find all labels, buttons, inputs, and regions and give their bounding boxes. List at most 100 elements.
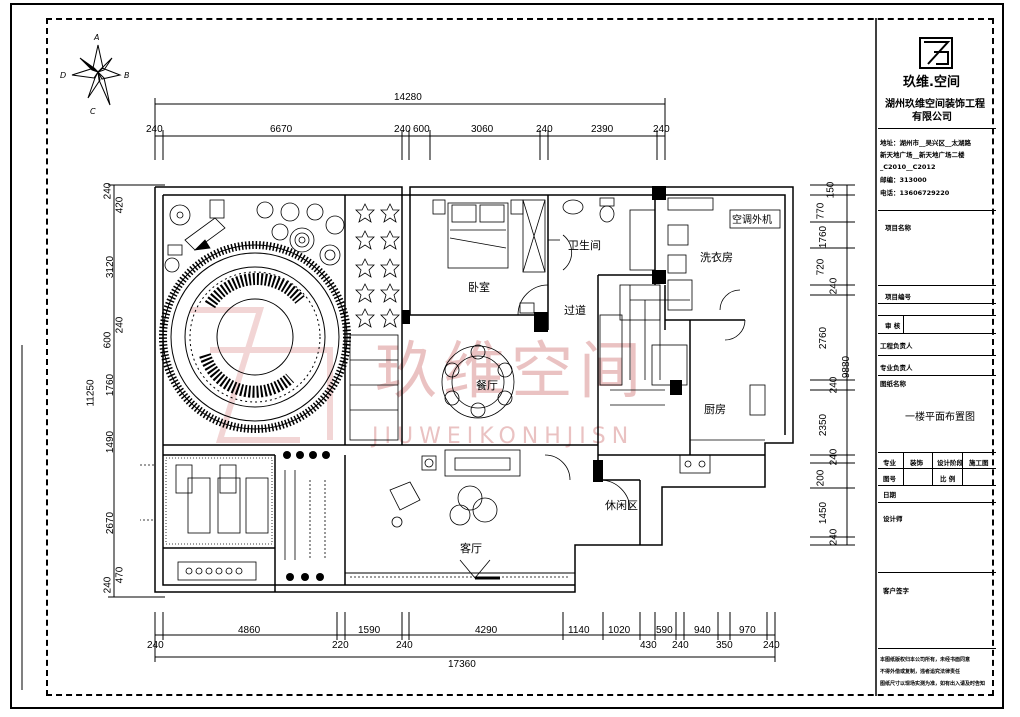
tb-project-no: 项目编号 <box>885 293 911 301</box>
dim-left-seg: 3120 <box>105 255 117 279</box>
dim-right-seg: 240 <box>828 376 840 394</box>
dim-left-seg: 2670 <box>105 511 117 535</box>
company-phone: 电话：13606729220 <box>880 189 950 197</box>
dim-left-seg: 240 <box>102 182 114 200</box>
compass-west: D <box>60 71 67 80</box>
dim-top-seg: 3060 <box>471 124 494 135</box>
tb-divider <box>878 648 996 649</box>
company-logo-text: 玖维.空间 <box>903 75 960 90</box>
tb-cell-divider <box>932 452 933 485</box>
dim-right-seg: 150 <box>825 181 837 199</box>
company-name-2: 有限公司 <box>912 112 952 123</box>
tb-review: 审 核 <box>885 322 901 330</box>
dim-right-seg: 1450 <box>818 501 830 525</box>
tb-client-confirm: 客户签字 <box>883 587 909 595</box>
tb-divider <box>878 303 996 304</box>
tb-scale: 比 例 <box>940 475 956 483</box>
compass-south: C <box>90 107 96 116</box>
tb-designer: 设计师 <box>883 515 903 523</box>
dim-left-total: 11250 <box>85 379 97 407</box>
tb-divider <box>878 355 996 356</box>
company-address: 地址：湖州市__吴兴区__太湖路 <box>880 139 971 147</box>
tb-specialty: 专业 <box>883 459 896 467</box>
dim-left-seg: 240 <box>114 316 126 334</box>
room-bathroom: 卫生间 <box>568 239 601 252</box>
dim-bottom-seg: 1020 <box>608 625 631 636</box>
company-postcode: 邮编：313000 <box>880 176 927 184</box>
compass-north: A <box>94 33 100 42</box>
dim-right-seg: 2350 <box>818 413 830 437</box>
tb-note-3: 图纸尺寸以现场实测为准，如有出入请及时告知 <box>880 681 986 687</box>
sheet-border <box>10 3 1004 709</box>
drawing-frame <box>46 18 994 696</box>
tb-note-1: 本图纸版权归本公司所有，未经书面同意 <box>880 657 971 663</box>
room-living: 客厅 <box>460 542 482 555</box>
company-address-3: _C2010__C2012 <box>880 163 936 171</box>
dim-left-seg: 420 <box>114 196 126 214</box>
tb-cell-divider <box>903 452 904 485</box>
company-address-2: 新天地广场__新天地广场二楼 <box>880 151 965 159</box>
dim-left-seg: 240 <box>102 576 114 594</box>
dim-bottom-seg: 4290 <box>475 625 498 636</box>
compass-icon <box>71 44 122 106</box>
tb-project-name: 项目名称 <box>885 224 911 232</box>
company-name: 湖州玖维空间装饰工程 <box>885 99 985 110</box>
dim-left-seg: 1760 <box>105 373 117 397</box>
tb-date: 日期 <box>883 491 896 499</box>
room-kitchen: 厨房 <box>704 403 726 416</box>
dim-bottom-seg: 1590 <box>358 625 381 636</box>
dim-top-seg: 240 <box>536 124 553 135</box>
dim-right-seg: 2760 <box>818 326 830 350</box>
dim-bottom-seg: 4860 <box>238 625 261 636</box>
dim-bottom-seg: 970 <box>739 625 756 636</box>
tb-divider <box>878 485 996 486</box>
room-corridor: 过道 <box>564 304 586 317</box>
tb-divider <box>878 315 996 316</box>
dim-bottom-seg: 240 <box>672 640 689 651</box>
dim-right-seg: 240 <box>828 528 840 546</box>
tb-divider <box>878 375 996 376</box>
dim-right-seg: 200 <box>815 469 827 487</box>
dim-right-seg: 240 <box>828 448 840 466</box>
tb-engineering-lead: 工程负责人 <box>880 342 913 350</box>
room-laundry: 洗衣房 <box>700 251 733 264</box>
dim-bottom-total: 17360 <box>448 659 476 670</box>
dim-top-total: 14280 <box>394 92 422 103</box>
dim-bottom-seg: 220 <box>332 640 349 651</box>
dim-left-seg: 1490 <box>105 430 117 454</box>
dim-top-seg: 6670 <box>270 124 293 135</box>
tb-divider <box>878 210 996 211</box>
dim-bottom-seg: 240 <box>147 640 164 651</box>
tb-drawing-title: 一楼平面布置图 <box>905 412 975 423</box>
room-dining: 餐厅 <box>476 379 498 392</box>
dim-right-seg: 1760 <box>818 225 830 249</box>
tb-specialty-val: 装饰 <box>910 459 923 467</box>
dim-top-seg: 2390 <box>591 124 614 135</box>
tb-divider <box>878 452 996 453</box>
tb-cell-divider <box>962 452 963 485</box>
tb-divider <box>878 128 996 129</box>
watermark <box>190 307 333 443</box>
watermark-main: 玖维空间 <box>375 334 647 407</box>
tb-divider <box>878 572 996 573</box>
dim-right-seg: 770 <box>815 202 827 220</box>
tb-cell-divider <box>903 315 904 333</box>
tb-divider <box>878 502 996 503</box>
dim-right-seg: 240 <box>828 277 840 295</box>
tb-note-2: 不得外借或复制，违者追究法律责任 <box>880 669 961 675</box>
room-leisure: 休闲区 <box>605 499 638 512</box>
dim-top-seg: 240 <box>394 124 411 135</box>
tb-divider <box>878 285 996 286</box>
dim-top-seg: 240 <box>146 124 163 135</box>
dim-bottom-seg: 350 <box>716 640 733 651</box>
dim-bottom-seg: 590 <box>656 625 673 636</box>
dim-top-seg: 600 <box>413 124 430 135</box>
dim-right-seg: 720 <box>815 258 827 276</box>
tb-design-stage: 设计阶段 <box>937 459 963 467</box>
dim-left-seg: 470 <box>114 566 126 584</box>
dim-bottom-seg: 430 <box>640 640 657 651</box>
dim-bottom-seg: 1140 <box>568 625 590 636</box>
dim-right-total: 9880 <box>841 355 853 379</box>
room-bedroom: 卧室 <box>468 281 490 294</box>
